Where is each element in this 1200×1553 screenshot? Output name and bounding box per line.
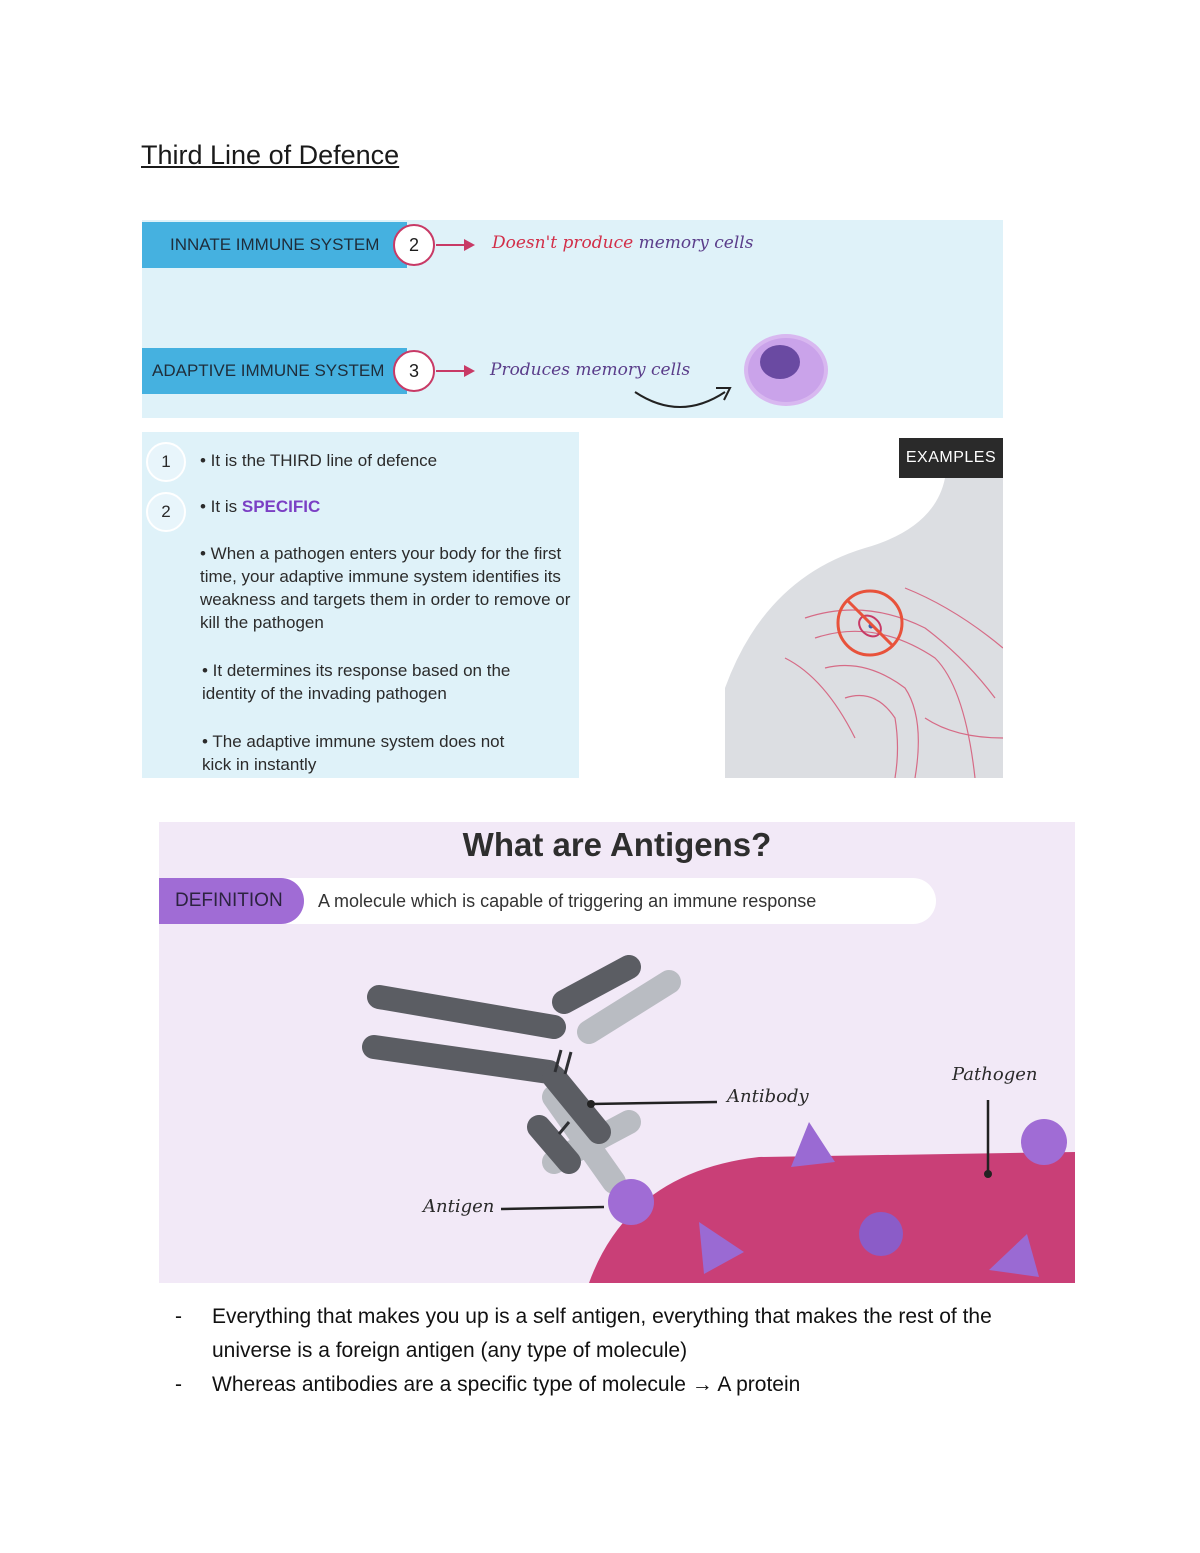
memory-cell-icon: [744, 334, 828, 406]
immune-systems-panel: INNATE IMMUNE SYSTEM 2 Doesn't produce m…: [142, 220, 1003, 418]
step-number-1: 1: [146, 442, 186, 482]
examples-badge: EXAMPLES: [899, 438, 1003, 478]
innate-arrow-line: [436, 244, 466, 246]
note-dash: -: [175, 1373, 182, 1396]
label-antigen: Antigen: [423, 1196, 495, 1217]
bullet-not-instant: • The adaptive immune system does not ki…: [202, 732, 505, 774]
note-item: - Whereas antibodies are a specific type…: [175, 1368, 1055, 1402]
adaptive-arrow-line: [436, 370, 466, 372]
arrow-right-icon: [464, 239, 475, 251]
antigens-panel: What are Antigens? DEFINITION A molecule…: [159, 822, 1075, 1283]
curved-arrow-icon: [634, 387, 732, 408]
bullet-specific: • It is SPECIFIC: [200, 495, 570, 518]
definition-text: A molecule which is capable of triggerin…: [318, 891, 817, 911]
step-number-2: 2: [146, 492, 186, 532]
examples-panel: EXAMPLES: [725, 438, 1003, 778]
skin-illustration: [725, 468, 1003, 778]
note-text: Whereas antibodies are a specific type o…: [212, 1373, 801, 1396]
label-antibody: Antibody: [727, 1086, 809, 1107]
arrow-right-icon: [464, 365, 475, 377]
bullet-pathogen-enters: • When a pathogen enters your body for t…: [200, 544, 571, 632]
definition-bar: DEFINITION A molecule which is capable o…: [159, 878, 936, 924]
adaptive-note-part1: Produces: [490, 360, 570, 380]
adaptive-features-panel: 1 2 • It is the THIRD line of defence • …: [142, 432, 579, 778]
innate-system-label: INNATE IMMUNE SYSTEM: [142, 222, 407, 268]
antigens-title: What are Antigens?: [462, 826, 772, 863]
note-item: - Everything that makes you up is a self…: [175, 1300, 1055, 1368]
innate-note: Doesn't produce memory cells: [492, 233, 753, 253]
note-text: Everything that makes you up is a self a…: [212, 1305, 992, 1362]
bullet-specific-accent: SPECIFIC: [241, 497, 321, 516]
antibody-antigen-diagram: [362, 955, 1075, 1283]
adaptive-number-badge: 3: [393, 350, 435, 392]
innate-note-part2: memory cells: [638, 233, 754, 253]
no-pathogen-icon: [836, 589, 904, 657]
label-pathogen: Pathogen: [952, 1064, 1038, 1085]
page-title: Third Line of Defence: [141, 140, 400, 170]
innate-number-badge: 2: [393, 224, 435, 266]
notes-list: - Everything that makes you up is a self…: [175, 1300, 1055, 1402]
bullet-determines-response: • It determines its response based on th…: [202, 661, 511, 703]
bullet-specific-prefix: • It is: [200, 497, 242, 516]
adaptive-note: Produces memory cells: [490, 360, 690, 380]
innate-note-part1: Doesn't produce: [492, 233, 634, 253]
definition-tag: DEFINITION: [159, 878, 304, 924]
bullet-third-line: • It is the THIRD line of defence: [200, 451, 438, 470]
adaptive-system-label: ADAPTIVE IMMUNE SYSTEM: [142, 348, 407, 394]
adaptive-note-part2: memory cells: [575, 360, 691, 380]
note-dash: -: [175, 1305, 182, 1328]
